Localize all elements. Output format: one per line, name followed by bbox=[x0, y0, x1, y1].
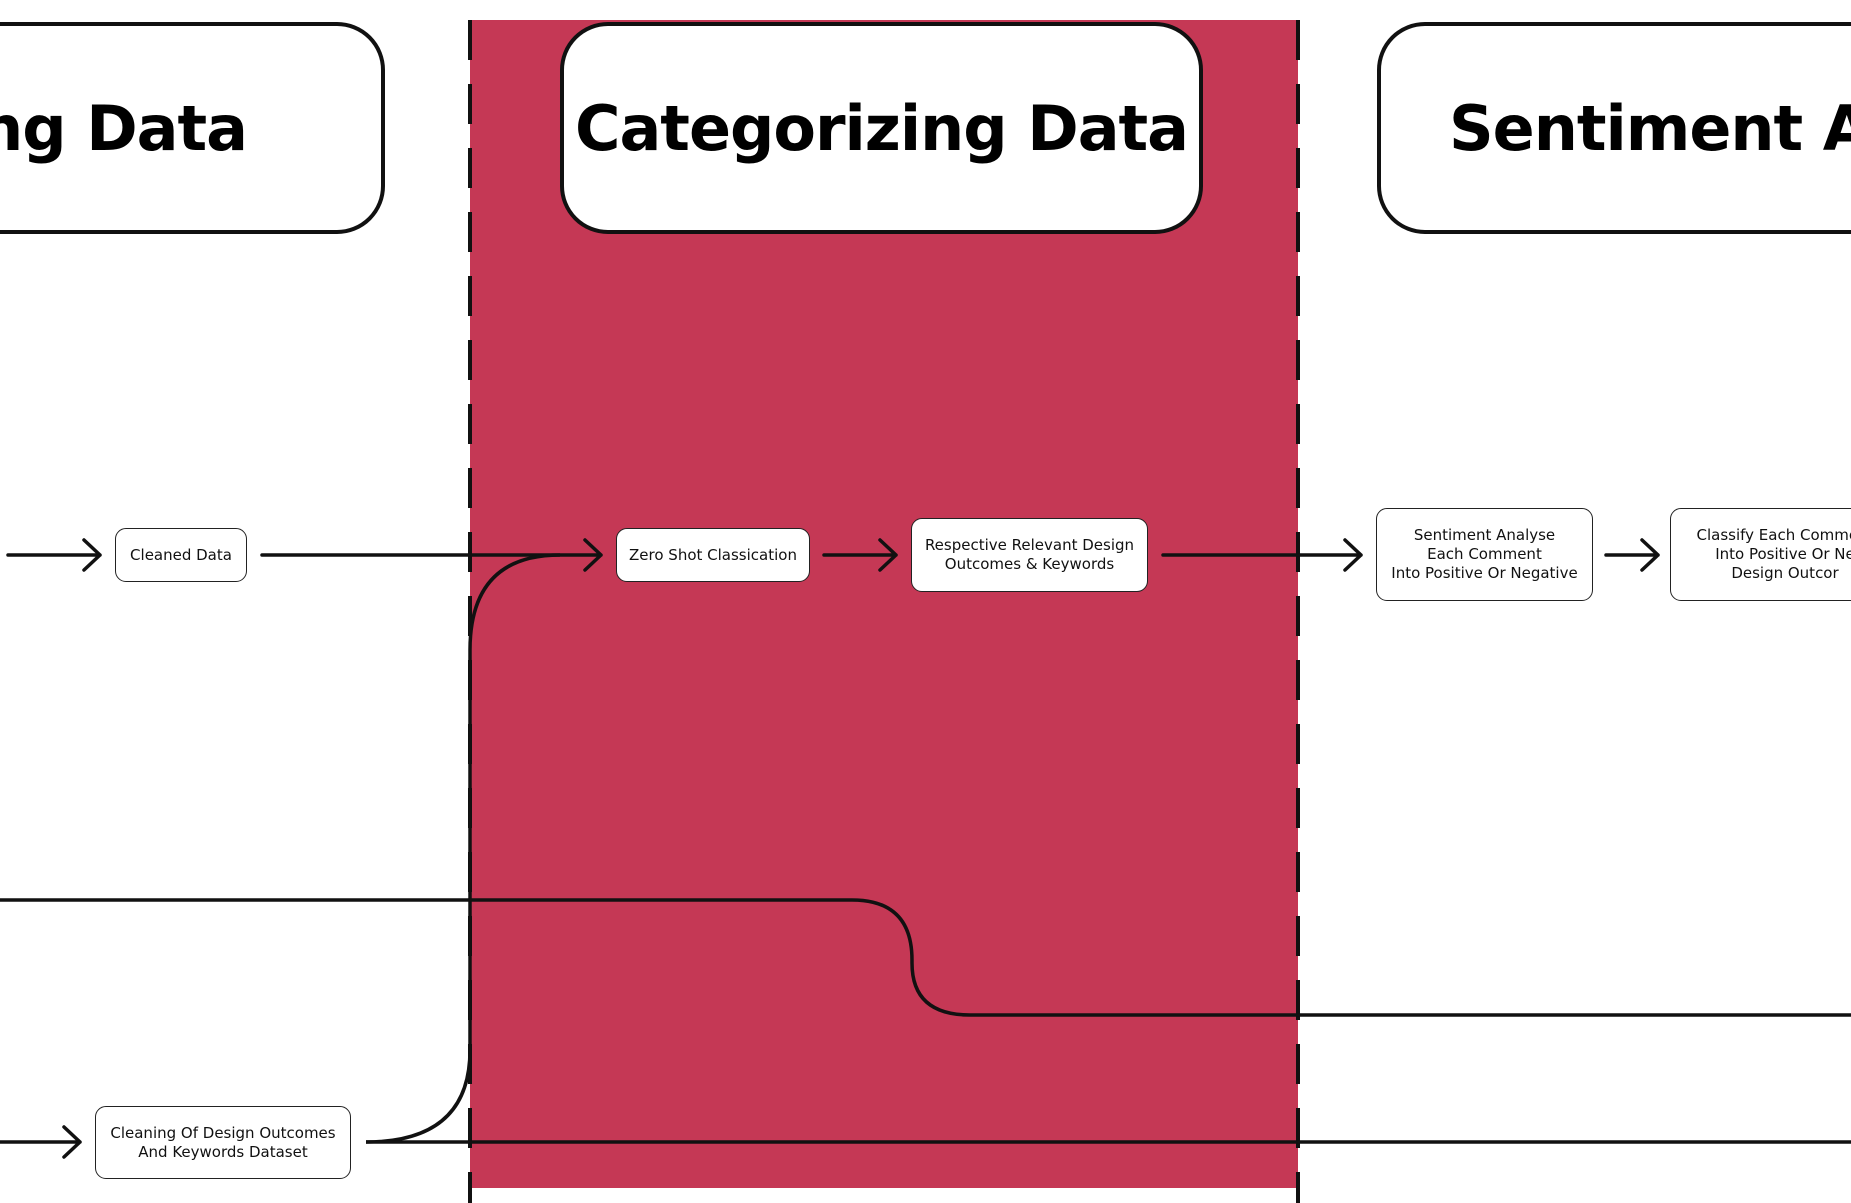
node-label: Cleaned Data bbox=[130, 545, 232, 564]
stage-title-cleaning-data: ning Data bbox=[0, 91, 248, 165]
stage-title-categorizing-data: Categorizing Data bbox=[574, 91, 1189, 165]
node-label: Classify Each Comment Into Positive Or N… bbox=[1696, 526, 1851, 582]
stage-header-categorizing-data: Categorizing Data bbox=[560, 22, 1203, 234]
node-label: Cleaning Of Design Outcomes And Keywords… bbox=[110, 1123, 336, 1161]
node-label: Respective Relevant Design Outcomes & Ke… bbox=[924, 536, 1135, 573]
stage-header-cleaning-data: ning Data bbox=[0, 22, 385, 234]
arrow-sentiment-to-classify bbox=[1604, 538, 1660, 572]
stage-header-sentiment-analysis: Sentiment Ana bbox=[1377, 22, 1851, 234]
node-label: Sentiment Analyse Each Comment Into Posi… bbox=[1391, 526, 1578, 582]
node-zero-shot-classification[interactable]: Zero Shot Classication bbox=[616, 528, 810, 582]
node-cleaning-design-outcomes-dataset[interactable]: Cleaning Of Design Outcomes And Keywords… bbox=[95, 1106, 351, 1179]
arrow-into-cleaning-dataset bbox=[0, 1125, 82, 1159]
node-label: Zero Shot Classication bbox=[629, 545, 797, 564]
node-cleaned-data[interactable]: Cleaned Data bbox=[115, 528, 247, 582]
node-classify-each-comment[interactable]: Classify Each Comment Into Positive Or N… bbox=[1670, 508, 1851, 601]
stage-title-sentiment-analysis: Sentiment Ana bbox=[1449, 91, 1851, 165]
node-sentiment-analyse[interactable]: Sentiment Analyse Each Comment Into Posi… bbox=[1376, 508, 1593, 601]
node-relevant-design-outcomes[interactable]: Respective Relevant Design Outcomes & Ke… bbox=[911, 518, 1148, 592]
arrow-into-cleaned-data bbox=[6, 538, 102, 572]
